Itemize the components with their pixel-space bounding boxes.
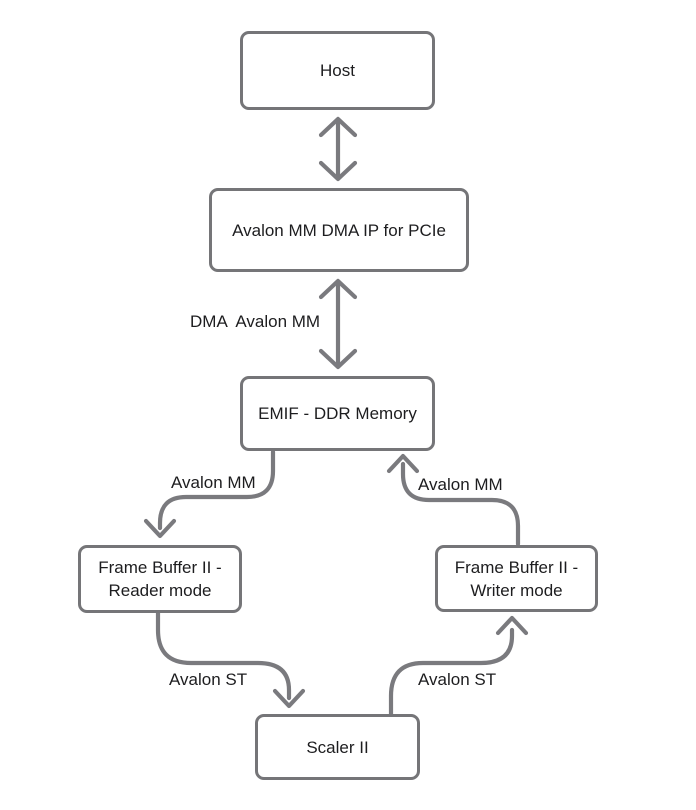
- node-frame-buffer-reader-label: Frame Buffer II - Reader mode: [98, 558, 222, 600]
- arrow-scaler-to-writer-icon: [388, 615, 529, 717]
- arrow-emif-to-reader-icon: [143, 449, 276, 539]
- node-scaler-ii: Scaler II: [255, 714, 420, 780]
- edge-label-avalon-st-left: Avalon ST: [169, 670, 248, 689]
- node-emif-ddr-memory-label: EMIF - DDR Memory: [258, 404, 417, 423]
- edge-label-avalon-mm-left: Avalon MM: [171, 473, 256, 492]
- node-host-label: Host: [320, 61, 355, 80]
- node-host: Host: [240, 31, 435, 110]
- arrow-reader-to-scaler-icon: [155, 610, 306, 709]
- node-avalon-mm-dma-ip-pcie: Avalon MM DMA IP for PCIe: [209, 188, 469, 272]
- node-frame-buffer-writer: Frame Buffer II - Writer mode: [435, 545, 598, 612]
- node-scaler-ii-label: Scaler II: [306, 737, 369, 757]
- bidirectional-arrow-dma-emif-icon: [318, 278, 358, 370]
- edge-label-dma-avalon-mm: DMA Avalon MM: [190, 312, 321, 331]
- node-emif-ddr-memory: EMIF - DDR Memory: [240, 376, 435, 451]
- node-frame-buffer-writer-label: Frame Buffer II - Writer mode: [454, 557, 579, 600]
- edge-label-avalon-st-right: Avalon ST: [418, 670, 497, 689]
- arrow-writer-to-emif-icon: [386, 453, 521, 547]
- edge-label-avalon-mm-right: Avalon MM: [418, 475, 503, 494]
- node-frame-buffer-reader: Frame Buffer II - Reader mode: [78, 545, 242, 613]
- bidirectional-arrow-host-dma-icon: [318, 116, 358, 182]
- node-avalon-mm-dma-ip-pcie-label: Avalon MM DMA IP for PCIe: [232, 220, 446, 240]
